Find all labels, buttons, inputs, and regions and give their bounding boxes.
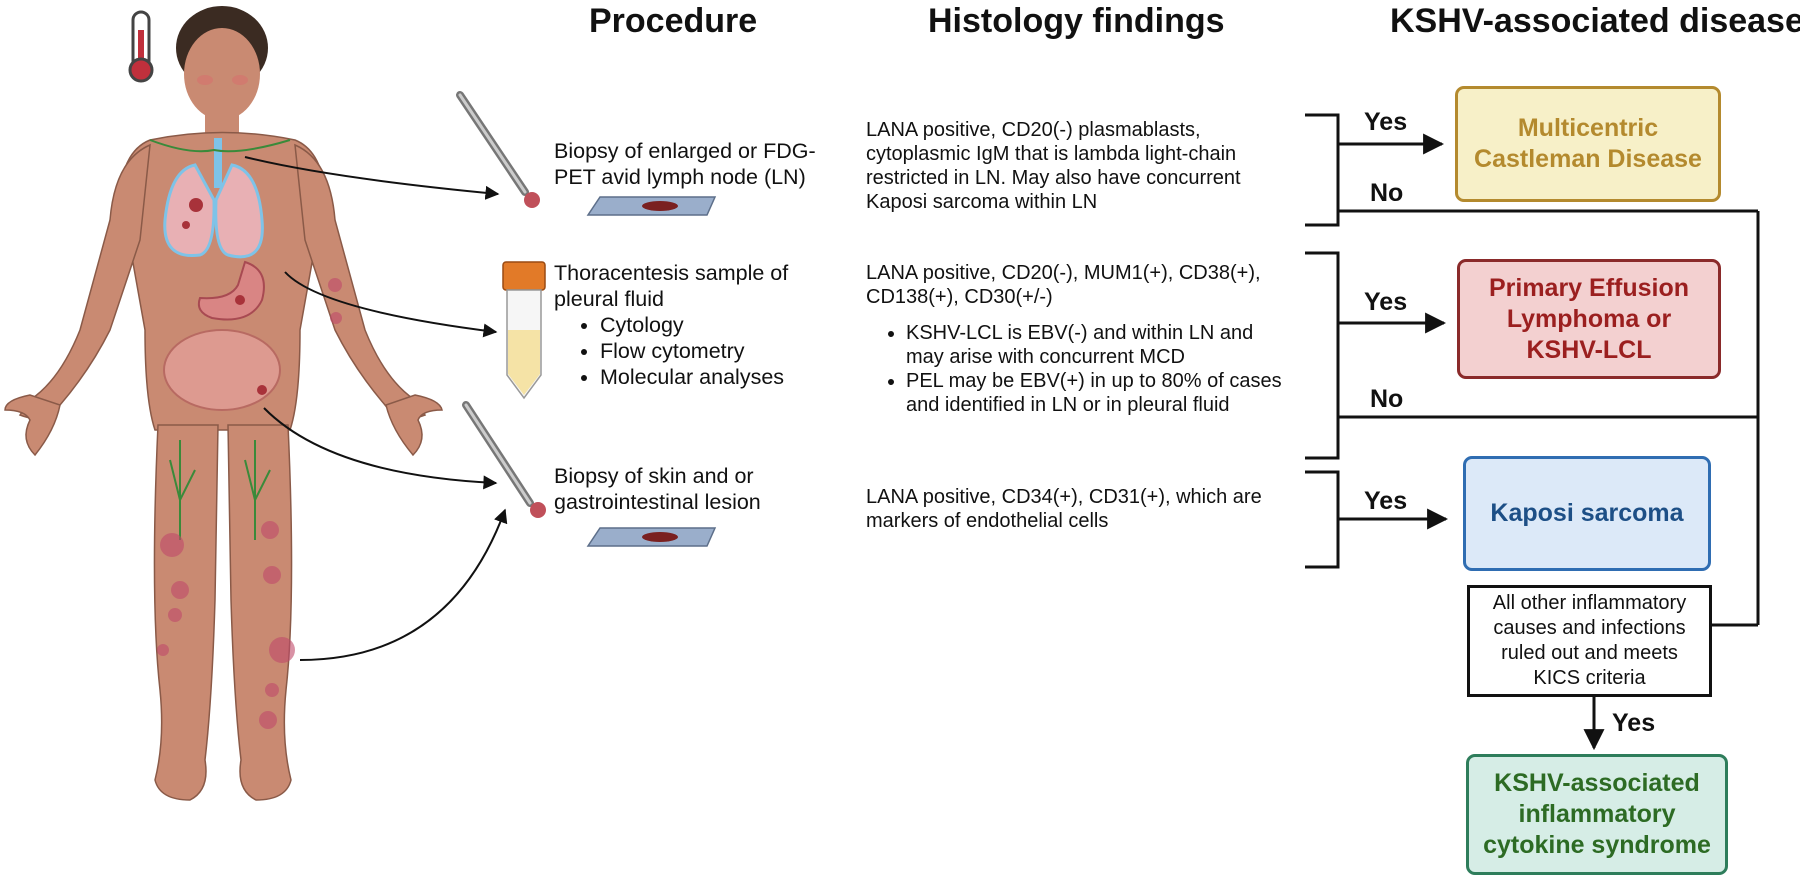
histology-ks: LANA positive, CD34(+), CD31(+), which a… <box>866 486 1262 532</box>
yes-label: Yes <box>1364 487 1408 515</box>
histology-pel-markers: LANA positive, CD20(-), MUM1(+), CD38(+)… <box>866 262 1261 308</box>
histology-pel: LANA positive, CD20(-), MUM1(+), CD38(+)… <box>866 261 1294 417</box>
disease-box-pel: Primary Effusion Lymphoma or KSHV-LCL <box>1457 259 1721 379</box>
forceps-icon <box>462 401 546 518</box>
histology-header: Histology findings <box>928 2 1225 40</box>
list-item: PEL may be EBV(+) in up to 80% of cases … <box>906 369 1294 417</box>
thoracentesis-list: Cytology Flow cytometry Molecular analys… <box>554 312 844 390</box>
procedure-thoracentesis: Thoracentesis sample of pleural fluid Cy… <box>554 260 844 390</box>
procedure-skin-gi-biopsy: Biopsy of skin and or gastrointestinal l… <box>554 464 761 514</box>
list-item: Molecular analyses <box>600 364 844 390</box>
procedure-header: Procedure <box>589 2 758 40</box>
histology-pel-list: KSHV-LCL is EBV(-) and within LN and may… <box>866 321 1294 417</box>
thoracentesis-label: Thoracentesis sample of pleural fluid <box>554 261 789 311</box>
kics-criteria-box: All other inflammatory causes and infect… <box>1467 585 1712 697</box>
list-item: Flow cytometry <box>600 338 844 364</box>
disease-header: KSHV-associated disease <box>1390 2 1800 40</box>
no-label: No <box>1370 179 1404 207</box>
thermometer-icon <box>128 10 154 83</box>
glass-slide-icon <box>586 527 717 547</box>
disease-box-kaposi-sarcoma: Kaposi sarcoma <box>1463 456 1711 571</box>
glass-slide-icon <box>586 196 717 216</box>
falcon-tube-icon <box>502 261 546 400</box>
yes-label: Yes <box>1612 709 1656 737</box>
forceps-icon <box>456 91 540 208</box>
histology-mcd: LANA positive, CD20(-) plasmablasts, cyt… <box>866 119 1241 213</box>
human-body-illustration <box>4 6 443 801</box>
disease-box-kics: KSHV-associated inflammatory cytokine sy… <box>1466 754 1728 875</box>
no-label: No <box>1370 385 1404 413</box>
procedure-lymph-node-biopsy: Biopsy of enlarged or FDG-PET avid lymph… <box>554 139 816 189</box>
yes-label: Yes <box>1364 108 1408 136</box>
disease-box-mcd: Multicentric Castleman Disease <box>1455 86 1721 202</box>
yes-label: Yes <box>1364 288 1408 316</box>
list-item: Cytology <box>600 312 844 338</box>
list-item: KSHV-LCL is EBV(-) and within LN and may… <box>906 321 1294 369</box>
